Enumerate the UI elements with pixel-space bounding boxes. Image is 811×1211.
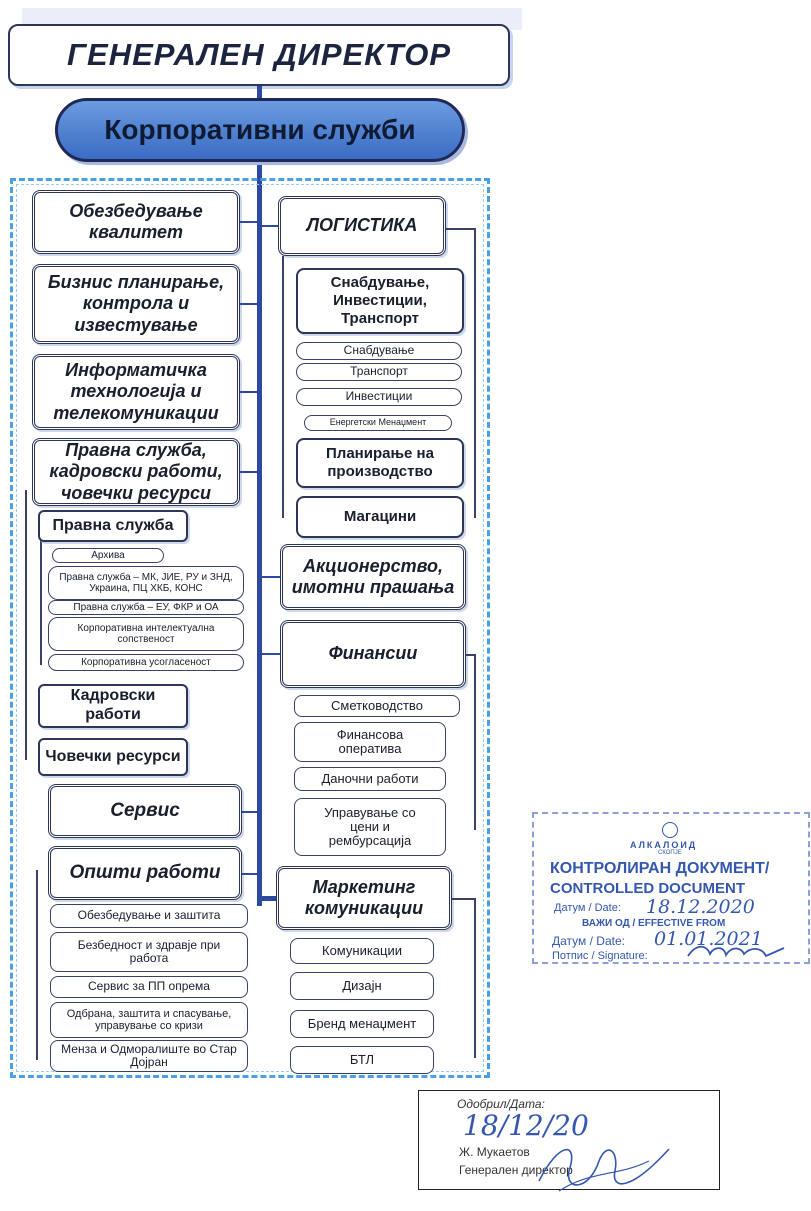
business-planning-box: Бизнис планирање, контрола и известување: [32, 264, 240, 344]
approval-box: Одобрил/Дата: 18/12/20 Ж. Мукаетов Генер…: [418, 1090, 720, 1192]
stamp-logo-sub: СКОПЈЕ: [658, 850, 682, 856]
approval-handwritten-date: 18/12/20: [463, 1109, 589, 1142]
general-item-canteen: Менза и Одморалиште во Стар Дојран: [50, 1040, 248, 1072]
finance-box: Финансии: [280, 620, 466, 688]
shareholding-box: Акционерство, имотни прашања: [280, 544, 466, 610]
general-vertical-line: [36, 870, 38, 1060]
connector-general: [242, 873, 258, 875]
stamp-signature-label: Потпис / Signature:: [552, 950, 648, 962]
supply-item-transport: Транспорт: [296, 363, 462, 381]
stamp-date-value: 18.12.2020: [646, 896, 755, 918]
supply-group-box: Снабдување, Инвестиции, Транспорт: [296, 268, 464, 334]
legal-item-ip: Корпоративна интелектуална сопственост: [48, 617, 244, 651]
marketing-item-brand: Бренд менаџмент: [290, 1010, 434, 1038]
trunk-to-marketing: [257, 896, 276, 901]
connector-business: [240, 303, 258, 305]
connector-shareholding: [262, 576, 280, 578]
general-item-fire-equipment: Сервис за ПП опрема: [50, 976, 248, 998]
stamp-controlled-en: CONTROLLED DOCUMENT: [550, 880, 745, 897]
stamp-logo-text: АЛКАЛОИД: [630, 840, 698, 850]
supply-item-energy: Енергетски Менаџмент: [304, 415, 452, 431]
quality-box: Обезбедување квалитет: [32, 190, 240, 254]
marketing-item-communications: Комуникации: [290, 938, 434, 964]
general-item-defense: Одбрана, заштита и спасување, управување…: [50, 1002, 248, 1038]
stamp-effective-date-label: Датум / Date:: [552, 934, 625, 948]
legal-service-box: Правна служба: [38, 510, 188, 542]
finance-bracket-right: [466, 654, 476, 656]
corporate-dashed-frame: [10, 178, 490, 1078]
connector-it: [240, 391, 258, 393]
finance-item-pricing: Управување со цени и рембурсација: [294, 798, 446, 856]
stamp-effective-label: ВАЖИ ОД / EFFECTIVE FROM: [582, 918, 726, 929]
service-box: Сервис: [48, 784, 242, 838]
finance-item-operations: Финансова оператива: [294, 722, 446, 762]
supply-item-supply: Снабдување: [296, 342, 462, 360]
marketing-bracket-vertical: [474, 898, 476, 1058]
legal-item-archive: Архива: [52, 548, 164, 563]
general-affairs-box: Општи работи: [48, 846, 242, 900]
controlled-document-stamp: АЛКАЛОИД СКОПЈЕ КОНТРОЛИРАН ДОКУМЕНТ/ CO…: [532, 812, 810, 964]
logistics-box: ЛОГИСТИКА: [278, 196, 446, 256]
general-item-security: Обезбедување и заштита: [50, 904, 248, 928]
stamp-signature-scribble: [687, 945, 785, 958]
approval-label: Одобрил/Дата:: [457, 1097, 545, 1111]
corporate-dashed-frame-inner: [16, 184, 484, 1072]
general-director-box: ГЕНЕРАЛЕН ДИРЕКТОР: [8, 24, 510, 86]
personnel-box: Кадровски работи: [38, 684, 188, 728]
human-resources-box: Човечки ресурси: [38, 738, 188, 776]
main-trunk-line: [257, 86, 262, 906]
marketing-box: Маркетинг комуникации: [276, 866, 452, 930]
marketing-item-design: Дизајн: [290, 972, 434, 1000]
finance-bracket-vertical: [474, 654, 476, 830]
marketing-item-btl: БТЛ: [290, 1046, 434, 1074]
logistics-left-vertical: [282, 256, 284, 518]
connector-service: [242, 811, 258, 813]
legal-hr-box: Правна служба, кадровски работи, човечки…: [32, 438, 240, 506]
stamp-date-label: Датум / Date:: [554, 902, 621, 914]
approval-name: Ж. Мукаетов: [459, 1145, 530, 1159]
finance-item-accounting: Сметководство: [294, 695, 460, 717]
warehouses-box: Магацини: [296, 496, 464, 538]
connector-finance: [262, 653, 280, 655]
approval-role: Генерален директор: [459, 1163, 573, 1177]
stamp-logo-icon: [662, 822, 678, 838]
legal-item-mk: Правна служба – МК, ЈИЕ, РУ и ЗНД, Украи…: [48, 566, 244, 600]
it-box: Информатичка технологија и телекомуникац…: [32, 354, 240, 430]
legal-sub-line: [40, 540, 42, 665]
finance-item-tax: Даночни работи: [294, 767, 446, 791]
connector-quality: [240, 221, 258, 223]
supply-item-investments: Инвестиции: [296, 388, 462, 406]
corporate-services-box: Корпоративни служби: [55, 98, 465, 162]
marketing-bracket-right: [452, 898, 476, 900]
general-item-health-safety: Безбедност и здравје при работа: [50, 932, 248, 972]
legal-item-compliance: Корпоративна усогласеност: [48, 654, 244, 671]
production-planning-box: Планирање на производство: [296, 438, 464, 488]
connector-legal-hr: [240, 471, 258, 473]
legal-item-eu: Правна служба – ЕУ, ФКР и ОА: [48, 600, 244, 615]
stamp-effective-value: 01.01.2021: [654, 928, 763, 950]
logistics-bracket-vertical: [474, 228, 476, 518]
connector-logistics: [262, 225, 278, 227]
logistics-bracket-right: [446, 228, 476, 230]
stamp-controlled-mk: КОНТРОЛИРАН ДОКУМЕНТ/: [550, 860, 770, 877]
legal-vertical-line: [25, 490, 27, 760]
corporate-services-title: Корпоративни служби: [104, 114, 416, 146]
approval-signature-scribble: [538, 1148, 670, 1192]
general-director-title: ГЕНЕРАЛЕН ДИРЕКТОР: [66, 36, 452, 72]
